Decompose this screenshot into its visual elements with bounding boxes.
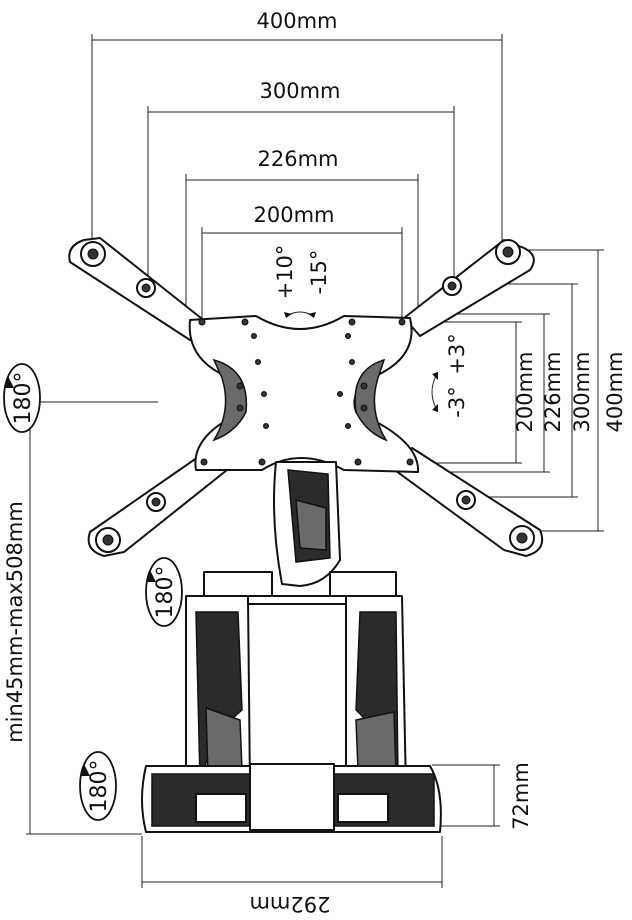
label-tilt-down: -15° [307,250,331,295]
rotation-badge-middle: 180° [145,557,183,627]
arm-pads [80,239,535,553]
label-tilt-up: +10° [273,245,297,300]
dim-base [141,764,500,888]
label-226mm-vertical: 226mm [541,352,565,433]
plate-holes [198,318,414,466]
wall-base [141,763,442,833]
tilt-arrow-icon [284,311,316,318]
center-plate [188,315,420,473]
dim-200mm-horizontal: 200mm [201,203,403,318]
label-extension-range: min45mm-max508mm [3,501,27,743]
label-400mm-vertical: 400mm [603,352,627,433]
rotation-label-bottom: 180° [87,760,112,813]
dim-226mm-horizontal: 226mm [185,147,419,322]
rotation-label-top: 180° [11,372,36,425]
rotation-badge-top: 180° [3,363,41,433]
label-base-width: 292mm [250,892,331,916]
dim-400mm-horizontal: 400mm [91,9,503,245]
label-200mm-top: 200mm [254,203,335,227]
label-226mm-top: 226mm [258,147,339,171]
label-400mm-top: 400mm [257,9,338,33]
label-300mm-top: 300mm [260,79,341,103]
left-flange [212,358,248,442]
dim-extension [26,401,158,835]
label-200mm-vertical: 200mm [513,352,537,433]
label-swivel-right: +3° [445,333,469,374]
label-300mm-vertical: 300mm [570,352,594,433]
dim-300mm-horizontal: 300mm [147,79,455,282]
rotation-label-middle: 180° [153,566,178,619]
right-flange [354,358,388,442]
label-swivel-left: -3° [445,386,469,417]
label-base-height: 72mm [509,762,533,830]
swivel-arrow-icon [431,372,438,412]
neck-arm [273,461,341,587]
rotation-badge-bottom: 180° [79,751,117,821]
dim-vertical-lines [408,249,604,532]
lower-arms [185,571,407,791]
